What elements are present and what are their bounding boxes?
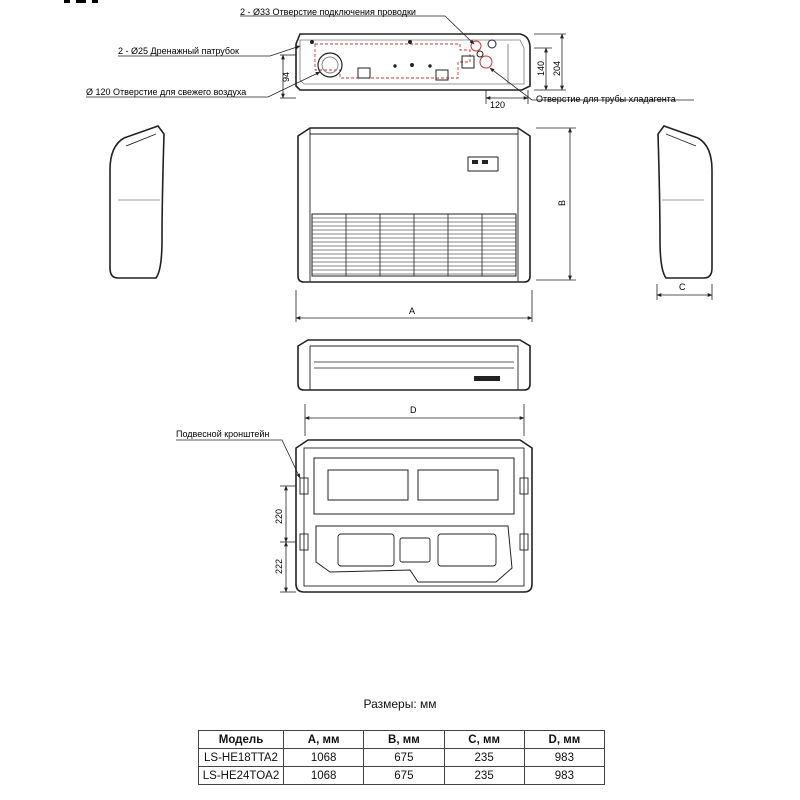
wiring-hole-label: 2 - Ø33 Отверстие подключения проводки [240, 7, 416, 17]
table-row: LS-HE24TOA2 1068 675 235 983 [198, 766, 606, 785]
col-a: A, мм [282, 730, 365, 749]
col-d: D, мм [523, 730, 606, 749]
bottom-view [295, 439, 533, 593]
cell-d: 983 [523, 748, 606, 767]
front-dims [295, 127, 576, 322]
dim-c-lines [656, 284, 713, 300]
dim-120-top: 120 [490, 100, 505, 110]
cell-a: 1068 [282, 748, 365, 767]
cell-c: 235 [443, 748, 525, 767]
cell-model: LS-HE24TOA2 [198, 766, 284, 785]
col-model: Модель [198, 730, 284, 749]
refrigerant-hole-label: Отверстие для трубы хладагента [536, 94, 676, 104]
technical-drawing: 2 - Ø33 Отверстие подключения проводки 2… [64, 0, 713, 593]
dim-204: 204 [552, 61, 562, 76]
drain-outlet [461, 55, 475, 69]
front-view [297, 127, 531, 283]
dim-d: D [410, 405, 417, 415]
bottom-dims [176, 404, 525, 593]
refrigerant-hole [479, 55, 493, 69]
cell-b: 675 [363, 748, 445, 767]
heading-fragment [64, 0, 98, 3]
dim-c: C [679, 282, 686, 292]
side-view-right [657, 125, 713, 279]
dim-a: A [409, 306, 415, 316]
rear-view [297, 339, 531, 391]
cell-model: LS-HE18TTA2 [198, 748, 284, 767]
dimensions-table: Модель A, мм B, мм C, мм D, мм LS-HE18TT… [198, 730, 606, 785]
fresh-air-hole [317, 52, 343, 78]
table-row: LS-HE18TTA2 1068 675 235 983 [198, 748, 606, 767]
dim-220: 220 [274, 509, 284, 524]
side-view-left [109, 125, 165, 279]
col-c: C, мм [443, 730, 525, 749]
bracket-label: Подвесной кронштейн [176, 429, 269, 439]
cell-c: 235 [443, 766, 525, 785]
top-view-leaders [86, 15, 694, 104]
dim-b: B [557, 200, 567, 206]
dim-140: 140 [536, 61, 546, 76]
cell-d: 983 [523, 766, 606, 785]
dim-94: 94 [281, 72, 291, 82]
dimensions-caption: Размеры: мм [363, 697, 437, 711]
dim-222: 222 [274, 559, 284, 574]
cell-a: 1068 [282, 766, 365, 785]
col-b: B, мм [363, 730, 445, 749]
table-header-row: Модель A, мм B, мм C, мм D, мм [198, 730, 606, 749]
fresh-air-hole-label: Ø 120 Отверстие для свежего воздуха [86, 87, 246, 97]
cell-b: 675 [363, 766, 445, 785]
drain-pipe-label: 2 - Ø25 Дренажный патрубок [118, 46, 239, 56]
wiring-hole-1 [470, 40, 482, 52]
top-view [295, 33, 531, 91]
